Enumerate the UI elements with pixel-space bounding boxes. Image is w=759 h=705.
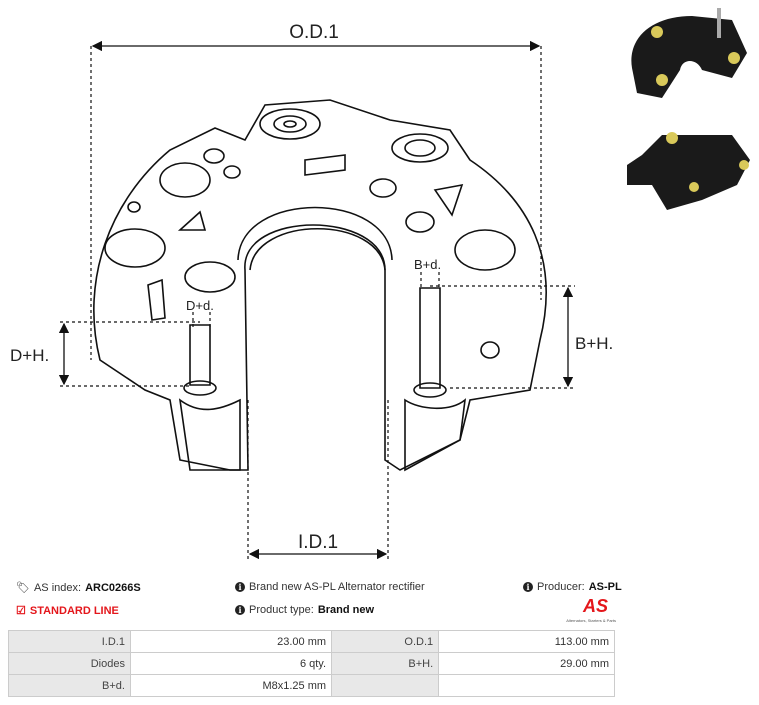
product-photo-bottom	[627, 132, 750, 210]
description-text: Brand new AS-PL Alternator rectifier	[249, 581, 425, 593]
bd-label: B+d.	[414, 257, 441, 272]
spec-key	[331, 674, 440, 697]
dh-label: D+H.	[10, 346, 49, 365]
producer-value: AS-PL	[588, 581, 622, 593]
description: i Brand new AS-PL Alternator rectifier	[235, 581, 425, 593]
id-label: I.D.1	[298, 532, 338, 553]
spec-key: B+d.	[8, 674, 131, 697]
spec-value: 23.00 mm	[129, 630, 333, 653]
spec-key: Diodes	[8, 652, 131, 675]
info-icon: i	[235, 605, 245, 615]
checkbox-icon: ☑	[16, 605, 26, 617]
spec-value: M8x1.25 mm	[129, 674, 333, 697]
product-type: i Product type: Brand new	[235, 604, 374, 616]
product-type-label: Product type:	[249, 604, 314, 616]
tags-icon: 🏷	[16, 582, 30, 594]
producer: i Producer: AS-PL	[523, 581, 622, 593]
info-icon: i	[235, 582, 245, 592]
logo-tagline: Alternators, Starters & Parts	[566, 618, 616, 623]
info-icon: i	[523, 582, 533, 592]
producer-label: Producer:	[537, 581, 585, 593]
spec-key: O.D.1	[331, 630, 440, 653]
spec-value	[438, 674, 615, 697]
od-label: O.D.1	[289, 22, 339, 43]
spec-key: I.D.1	[8, 630, 131, 653]
standard-line: ☑ STANDARD LINE	[16, 604, 119, 618]
dd-label: D+d.	[186, 298, 214, 313]
as-index-label: AS index:	[33, 581, 82, 594]
table-row: B+d. M8x1.25 mm	[8, 674, 615, 697]
product-photo-top	[631, 8, 747, 98]
standard-line-label: STANDARD LINE	[29, 604, 119, 617]
as-pl-logo: AS Alternators, Starters & Parts	[566, 596, 616, 624]
specs-table: I.D.1 23.00 mm O.D.1 113.00 mm Diodes 6 …	[8, 630, 615, 697]
as-index: 🏷 AS index: ARC0266S	[16, 581, 141, 595]
spec-value: 6 qty.	[129, 652, 333, 675]
product-type-value: Brand new	[317, 604, 375, 616]
spec-key: B+H.	[331, 652, 440, 675]
as-index-value: ARC0266S	[85, 581, 141, 594]
technical-drawing: O.D.1 I.D.1 D+H. B+H. D+d. B+d.	[10, 22, 613, 560]
spec-value: 113.00 mm	[438, 630, 615, 653]
table-row: I.D.1 23.00 mm O.D.1 113.00 mm	[8, 630, 615, 653]
bh-label: B+H.	[575, 334, 613, 353]
logo-text: AS	[582, 596, 608, 616]
spec-value: 29.00 mm	[438, 652, 615, 675]
rectifier-outline	[93, 99, 547, 472]
table-row: Diodes 6 qty. B+H. 29.00 mm	[8, 652, 615, 675]
